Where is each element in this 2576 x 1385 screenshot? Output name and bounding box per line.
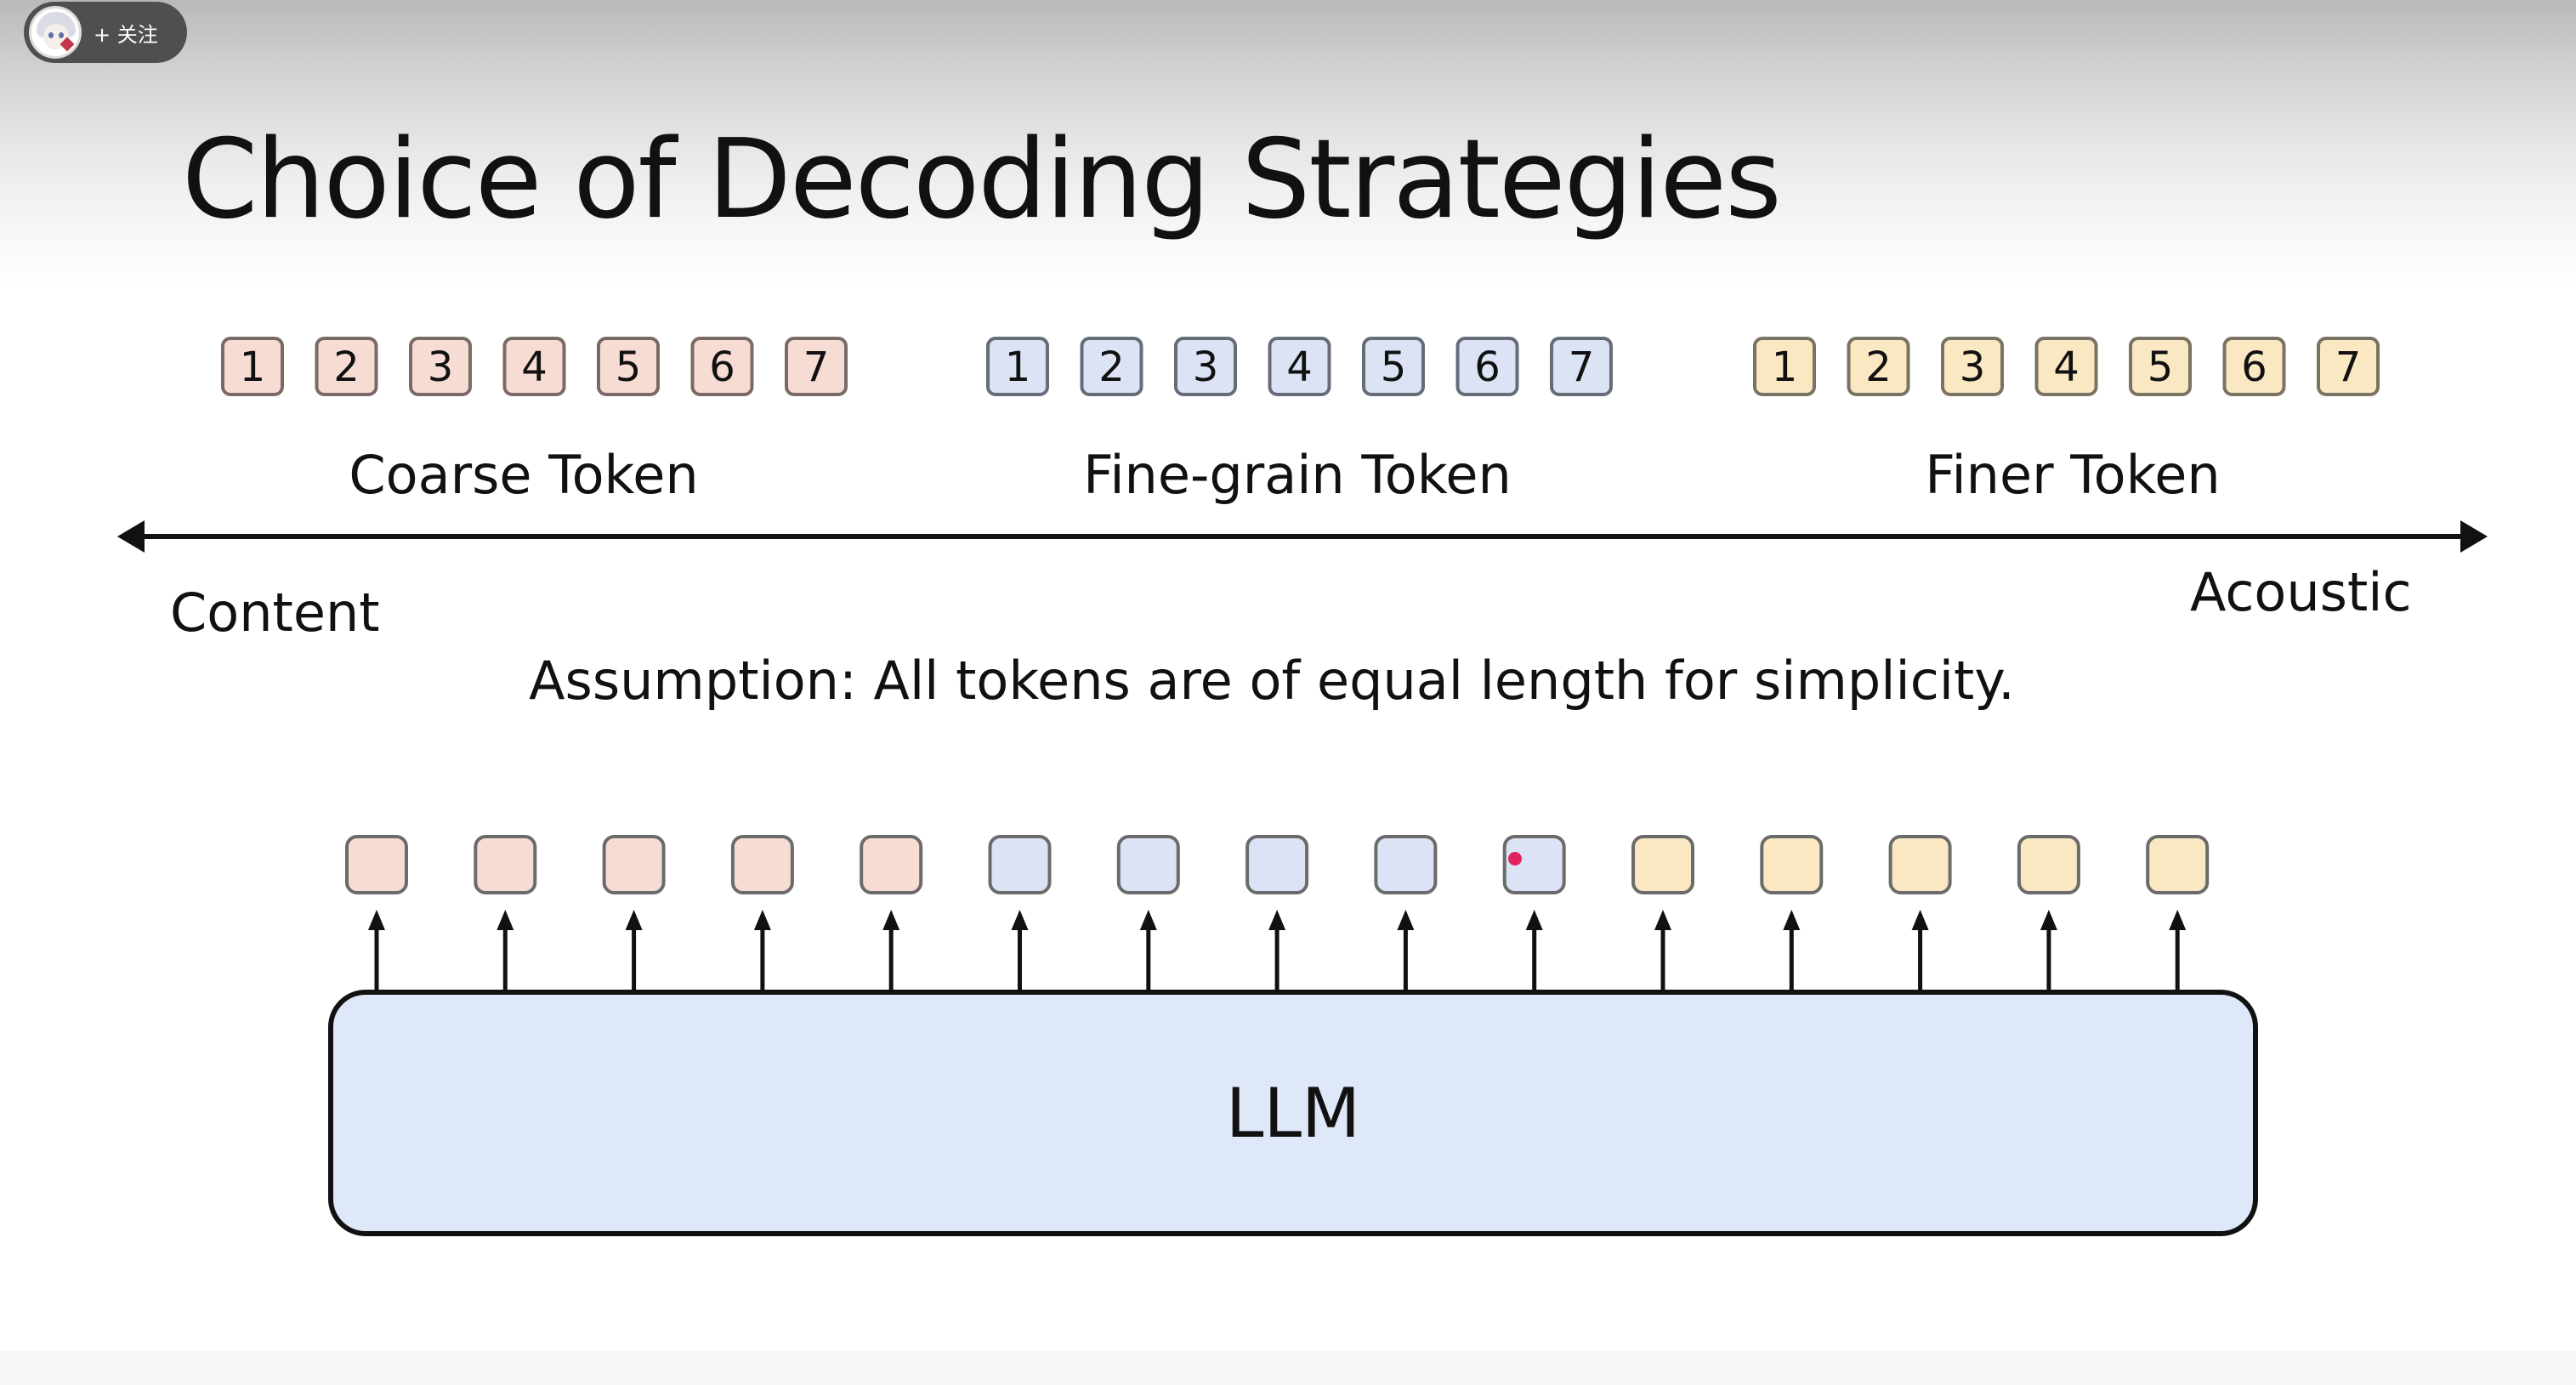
token-box-1-2 <box>1174 337 1237 396</box>
token-group-2: 1 2 3 4 5 6 7 <box>1753 337 2380 396</box>
token-number-0-4: 5 <box>616 343 642 391</box>
token-number-2-3: 4 <box>2053 343 2080 391</box>
token-box-1-4 <box>1362 337 1425 396</box>
output-arrow-head-4 <box>882 910 900 930</box>
output-token-13 <box>2017 835 2080 894</box>
llm-box <box>328 990 2258 1236</box>
output-token-4 <box>860 835 923 894</box>
token-box-1-0 <box>986 337 1049 396</box>
token-number-2-5: 6 <box>2241 343 2267 391</box>
avatar[interactable] <box>29 6 82 59</box>
token-box-0-2 <box>409 337 472 396</box>
token-box-2-0 <box>1753 337 1816 396</box>
token-box-2-2 <box>1941 337 2004 396</box>
output-token-3 <box>730 835 794 894</box>
group-label-finer: Finer Token <box>1925 444 2221 506</box>
output-token-8 <box>1374 835 1438 894</box>
token-box-2-5 <box>2222 337 2286 396</box>
token-box-1-5 <box>1455 337 1519 396</box>
follow-label: + 关注 <box>94 22 158 47</box>
output-token-10 <box>1631 835 1694 894</box>
token-group-0: 1 2 3 4 5 6 7 <box>221 337 848 396</box>
token-number-2-0: 1 <box>1772 343 1798 391</box>
token-number-0-5: 6 <box>709 343 735 391</box>
token-number-2-6: 7 <box>2335 343 2362 391</box>
token-number-2-4: 5 <box>2148 343 2174 391</box>
output-token-6 <box>1116 835 1180 894</box>
axis-label-content: Content <box>170 582 380 644</box>
output-arrow-head-14 <box>2169 910 2187 930</box>
token-number-0-2: 3 <box>428 343 454 391</box>
output-token-1 <box>474 835 537 894</box>
axis-label-acoustic: Acoustic <box>2190 561 2412 623</box>
output-arrow-head-5 <box>1011 910 1029 930</box>
output-token-5 <box>988 835 1052 894</box>
output-arrow-head-9 <box>1525 910 1543 930</box>
token-number-2-1: 2 <box>1865 343 1892 391</box>
token-number-0-1: 2 <box>333 343 360 391</box>
output-token-7 <box>1245 835 1309 894</box>
token-number-1-1: 2 <box>1098 343 1125 391</box>
token-box-2-3 <box>2034 337 2098 396</box>
token-number-1-5: 6 <box>1474 343 1501 391</box>
content-acoustic-axis <box>117 520 2488 553</box>
slide-title: Choice of Decoding Strategies <box>182 116 1782 243</box>
token-groups: 1 2 3 4 5 6 7 1 2 3 4 5 6 7 1 2 3 4 5 6 7 <box>221 337 2380 396</box>
output-token-11 <box>1760 835 1824 894</box>
token-number-1-4: 5 <box>1381 343 1407 391</box>
output-token-0 <box>345 835 408 894</box>
token-box-2-6 <box>2317 337 2380 396</box>
axis-arrow-right <box>2460 520 2488 553</box>
token-box-2-1 <box>1847 337 1910 396</box>
token-box-1-1 <box>1080 337 1143 396</box>
output-token-2 <box>602 835 666 894</box>
output-arrow-head-11 <box>1783 910 1801 930</box>
token-box-0-4 <box>597 337 660 396</box>
output-arrow-head-8 <box>1397 910 1415 930</box>
token-number-0-0: 1 <box>240 343 266 391</box>
axis-arrow-left <box>117 520 145 553</box>
token-number-1-3: 4 <box>1286 343 1313 391</box>
token-box-0-5 <box>690 337 754 396</box>
token-box-0-0 <box>221 337 284 396</box>
output-arrow-head-2 <box>625 910 643 930</box>
output-arrow-head-0 <box>368 910 385 930</box>
output-arrow-head-6 <box>1139 910 1157 930</box>
output-arrow-head-12 <box>1911 910 1929 930</box>
token-number-0-6: 7 <box>803 343 830 391</box>
group-label-fine-grain: Fine-grain Token <box>1083 444 1512 506</box>
token-box-1-6 <box>1550 337 1613 396</box>
follow-button[interactable]: + 关注 <box>24 2 187 63</box>
token-box-0-1 <box>315 337 378 396</box>
output-token-row <box>345 835 2210 990</box>
mouse-cursor-dot <box>1508 852 1522 866</box>
output-arrow-head-1 <box>496 910 514 930</box>
token-box-1-3 <box>1268 337 1331 396</box>
bottom-shade <box>0 1351 2576 1385</box>
token-number-1-6: 7 <box>1569 343 1595 391</box>
token-number-2-2: 3 <box>1960 343 1986 391</box>
token-group-1: 1 2 3 4 5 6 7 <box>986 337 1613 396</box>
output-arrow-head-10 <box>1654 910 1671 930</box>
token-number-1-2: 3 <box>1193 343 1219 391</box>
token-box-2-4 <box>2129 337 2192 396</box>
token-box-0-3 <box>502 337 566 396</box>
token-number-1-0: 1 <box>1005 343 1031 391</box>
token-number-0-3: 4 <box>521 343 548 391</box>
output-token-9 <box>1502 835 1566 894</box>
output-arrow-head-7 <box>1268 910 1286 930</box>
output-token-12 <box>1888 835 1952 894</box>
token-box-0-6 <box>785 337 848 396</box>
llm-label: LLM <box>1225 1074 1361 1153</box>
output-arrow-head-3 <box>753 910 771 930</box>
assumption-text: Assumption: All tokens are of equal leng… <box>529 650 2015 712</box>
output-token-14 <box>2146 835 2210 894</box>
output-arrow-head-13 <box>2040 910 2057 930</box>
group-label-coarse: Coarse Token <box>349 444 699 506</box>
